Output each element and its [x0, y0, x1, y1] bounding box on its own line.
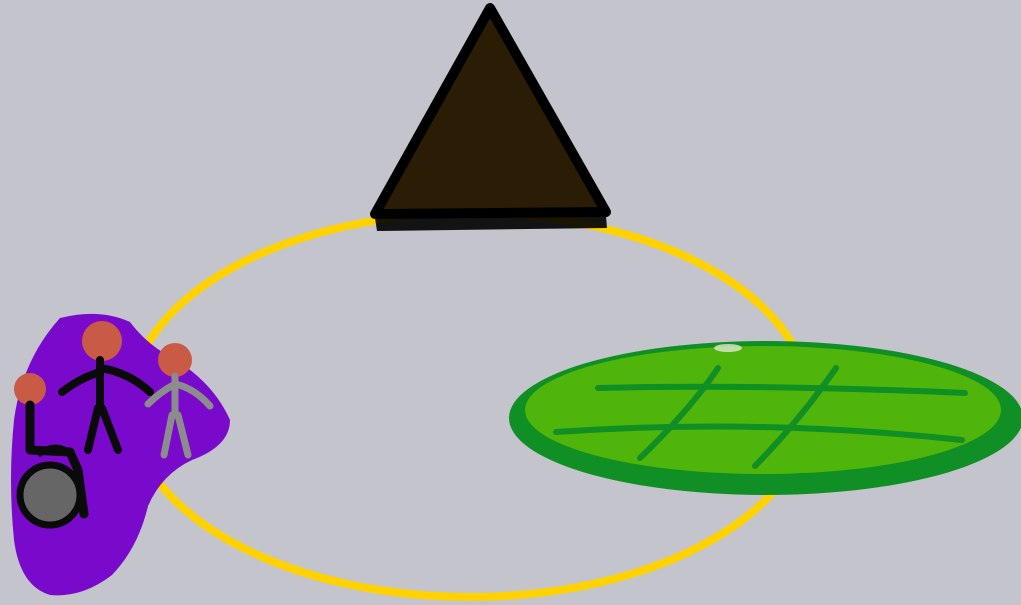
- mountain-triangle-icon: [375, 8, 607, 231]
- green-field-icon: [509, 341, 1021, 495]
- people-group-icon: [11, 314, 230, 596]
